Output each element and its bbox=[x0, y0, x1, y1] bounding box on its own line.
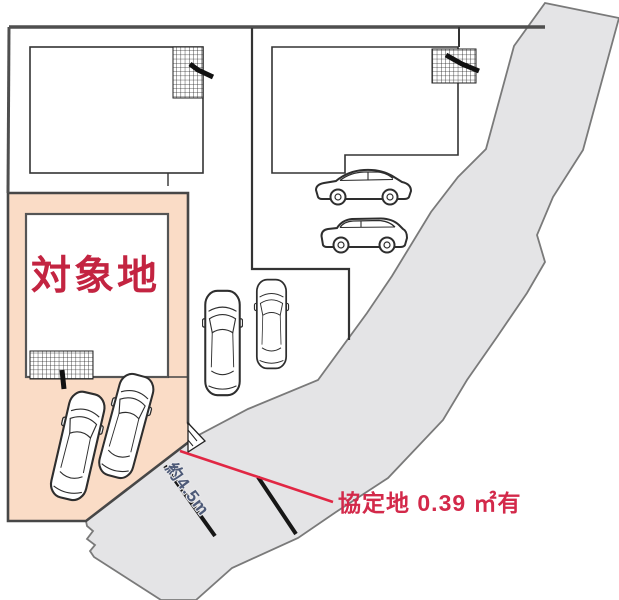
lot-divider-line bbox=[250, 28, 351, 340]
building-3 bbox=[24, 212, 170, 379]
building-3-entrance-arrow bbox=[59, 369, 67, 390]
car-sedan-side bbox=[315, 168, 412, 206]
subject-parcel-label: 対象地 bbox=[31, 254, 160, 298]
car-top-middle-1 bbox=[202, 289, 243, 397]
agreement-area-annotation: 協定地 0.39 ㎡有 bbox=[338, 490, 522, 516]
car-top-middle-2 bbox=[253, 278, 290, 370]
building-2-entrance-arrow bbox=[444, 52, 480, 74]
agreement-area-hatch bbox=[187, 429, 198, 447]
road-surface bbox=[85, 2, 619, 600]
building-1-entrance-arrow bbox=[188, 62, 215, 80]
annotation-leader-line bbox=[179, 449, 334, 504]
west-boundary-line bbox=[6, 26, 11, 194]
dimension-tick-1 bbox=[163, 464, 217, 538]
dimension-tick-2 bbox=[256, 475, 298, 536]
car-wagon-side bbox=[320, 217, 408, 254]
building-2 bbox=[271, 46, 459, 174]
